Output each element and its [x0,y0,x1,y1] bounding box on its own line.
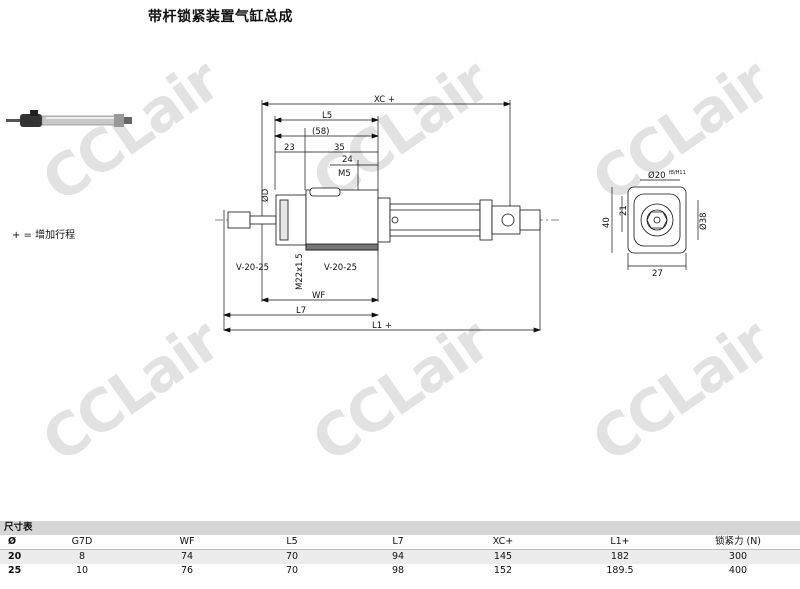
col-header: L1+ [610,536,630,547]
dim-od: ØD [260,188,271,202]
dim-38: Ø38 [698,212,709,230]
dim-v-left: V-20-25 [236,263,269,273]
table-cell: 70 [285,565,299,576]
dim-xc: XC + [374,95,395,105]
col-header: 锁紧力 (N) [714,536,762,547]
table-row: 25 10 76 70 98 152 189.5 400 [0,564,800,578]
dimension-table: 尺寸表 Ø G7D WF L5 L7 XC+ L1+ 锁紧力 (N) 20 8 … [0,521,800,578]
dim-v-right: V-20-25 [324,263,357,273]
table-cell: 20 [8,551,22,562]
dim-58: (58) [312,127,329,137]
col-header: L7 [392,536,404,547]
stroke-note: + = 增加行程 [12,230,76,241]
col-header: G7D [71,536,93,547]
cylinder-thumbnail [6,110,132,127]
dim-wf: WF [312,291,325,301]
dim-l5: L5 [322,111,332,121]
table-header: Ø G7D WF L5 L7 XC+ L1+ 锁紧力 (N) [0,535,800,550]
dim-21: 21 [619,205,629,216]
col-header: XC+ [492,536,514,547]
dim-l7: L7 [296,306,306,316]
table-cell: 25 [8,565,22,576]
col-header: WF [179,536,195,547]
table-cell: 152 [493,565,513,576]
table-cell: 300 [728,551,748,562]
dim-35: 35 [334,143,345,153]
table-cell: 76 [180,565,194,576]
table-cell: 189.5 [606,565,634,576]
technical-drawing: XC + L5 (58) 23 35 24 M5 ØD V-20-25 V-20… [215,95,709,333]
dim-23: 23 [284,143,295,153]
dim-d20: Ø20 [648,170,666,181]
table-row: 20 8 74 70 94 145 182 300 [0,550,800,564]
page-title: 带杆锁紧装置气缸总成 [148,9,293,25]
table-cell: 145 [493,551,513,562]
table-cell: 94 [391,551,405,562]
table-cell: 10 [75,565,89,576]
table-cell: 74 [180,551,194,562]
table-cell: 182 [610,551,630,562]
col-header: Ø [8,536,17,547]
table-cell: 70 [285,551,299,562]
col-header: L5 [286,536,298,547]
table-cell: 8 [78,551,86,562]
table-cell: 400 [728,565,748,576]
dim-m5: M5 [338,169,351,179]
dim-24: 24 [342,155,353,165]
dim-m22: M22x1.5 [295,253,305,290]
table-cell: 98 [391,565,405,576]
dim-d20-tolerance: f8/H11 [669,170,686,176]
dim-40: 40 [602,217,612,228]
table-title: 尺寸表 [0,521,800,535]
dim-l1: L1 + [372,321,392,331]
dim-27: 27 [652,269,663,279]
